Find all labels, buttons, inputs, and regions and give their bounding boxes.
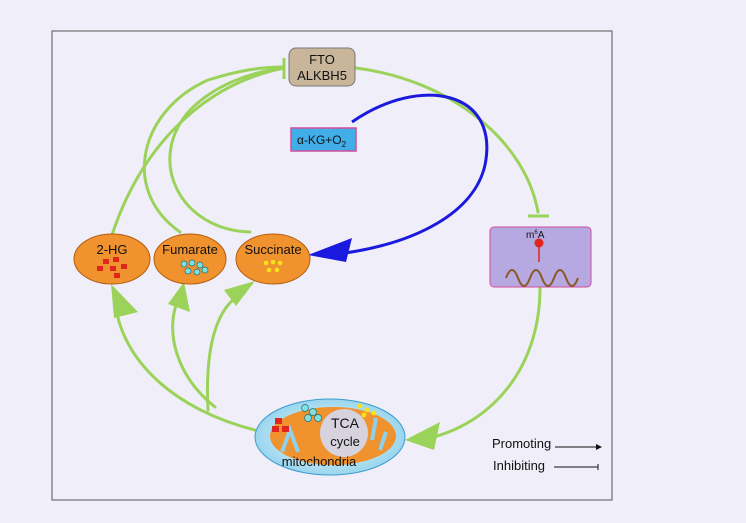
- m6a-superscript: 6: [534, 230, 538, 236]
- arrowhead-to-mito: [405, 422, 440, 450]
- arrowhead-to-fumarate: [168, 282, 190, 312]
- tca-cycle-core: [320, 409, 368, 457]
- arc-succinate-inhibits-fto: [168, 66, 286, 234]
- metabolite-2hg-label: 2-HG: [96, 242, 127, 257]
- arrowhead-to-2hg: [111, 284, 138, 318]
- methyl-mark-icon: [534, 238, 544, 248]
- metabolite-succinate: Succinate: [235, 233, 311, 285]
- cofactor-subscript: 2: [342, 140, 347, 149]
- mito-red-squares-icon: [272, 418, 289, 432]
- arrowhead-to-succinate: [224, 281, 255, 306]
- inhibition-bars: [282, 58, 549, 218]
- mito-yellow-dots-icon: [357, 403, 377, 418]
- mito-cyan-circles-icon: [301, 404, 322, 422]
- legend-promoting-arrowhead: [596, 444, 602, 450]
- arc-fumarate-inhibits-fto: [143, 65, 286, 234]
- cristae-icon: [280, 417, 388, 453]
- tca-line1: TCA: [331, 415, 360, 431]
- red-squares-icon: [97, 257, 127, 278]
- demethylase-line2: ALKBH5: [297, 68, 347, 83]
- cofactor-node: α-KG+O2: [290, 127, 357, 152]
- metabolite-fumarate-label: Fumarate: [162, 242, 218, 257]
- demethylase-node: FTO ALKBH5: [288, 47, 356, 87]
- legend-inhibiting-label: Inhibiting: [493, 458, 545, 473]
- m6a-rna-node: m6A: [489, 226, 592, 288]
- svg-text:m6A: m6A: [526, 230, 545, 241]
- legend-promoting-label: Promoting: [492, 436, 551, 451]
- tca-line2: cycle: [330, 434, 360, 449]
- legend: Promoting Inhibiting: [492, 436, 602, 473]
- arc-cofactor-to-succinate: [329, 93, 489, 257]
- mitochondria-node: TCA cycle mitochondria: [254, 398, 406, 476]
- arc-m6a-promotes-mito: [428, 286, 542, 440]
- metabolite-2hg: 2-HG: [73, 233, 151, 285]
- mitochondria-label: mitochondria: [282, 454, 357, 469]
- yellow-dots-icon: [263, 259, 283, 273]
- rna-strand-icon: [505, 269, 579, 287]
- metabolite-fumarate: Fumarate: [153, 233, 227, 285]
- m6a-suffix: A: [538, 230, 545, 241]
- cofactor-label: α-KG+O: [297, 133, 342, 147]
- arrowhead-to-succinate-blue: [308, 238, 352, 262]
- m6a-prefix: m: [526, 230, 534, 241]
- demethylase-line1: FTO: [309, 52, 335, 67]
- green-connectors: [110, 65, 542, 440]
- metabolite-succinate-label: Succinate: [244, 242, 301, 257]
- arc-mito-promotes-2hg: [113, 298, 257, 432]
- arc-mito-promotes-fumarate: [171, 298, 217, 409]
- cyan-circles-icon: [180, 259, 209, 276]
- green-arrowheads: [111, 281, 440, 450]
- svg-text:α-KG+O2: α-KG+O2: [297, 133, 347, 149]
